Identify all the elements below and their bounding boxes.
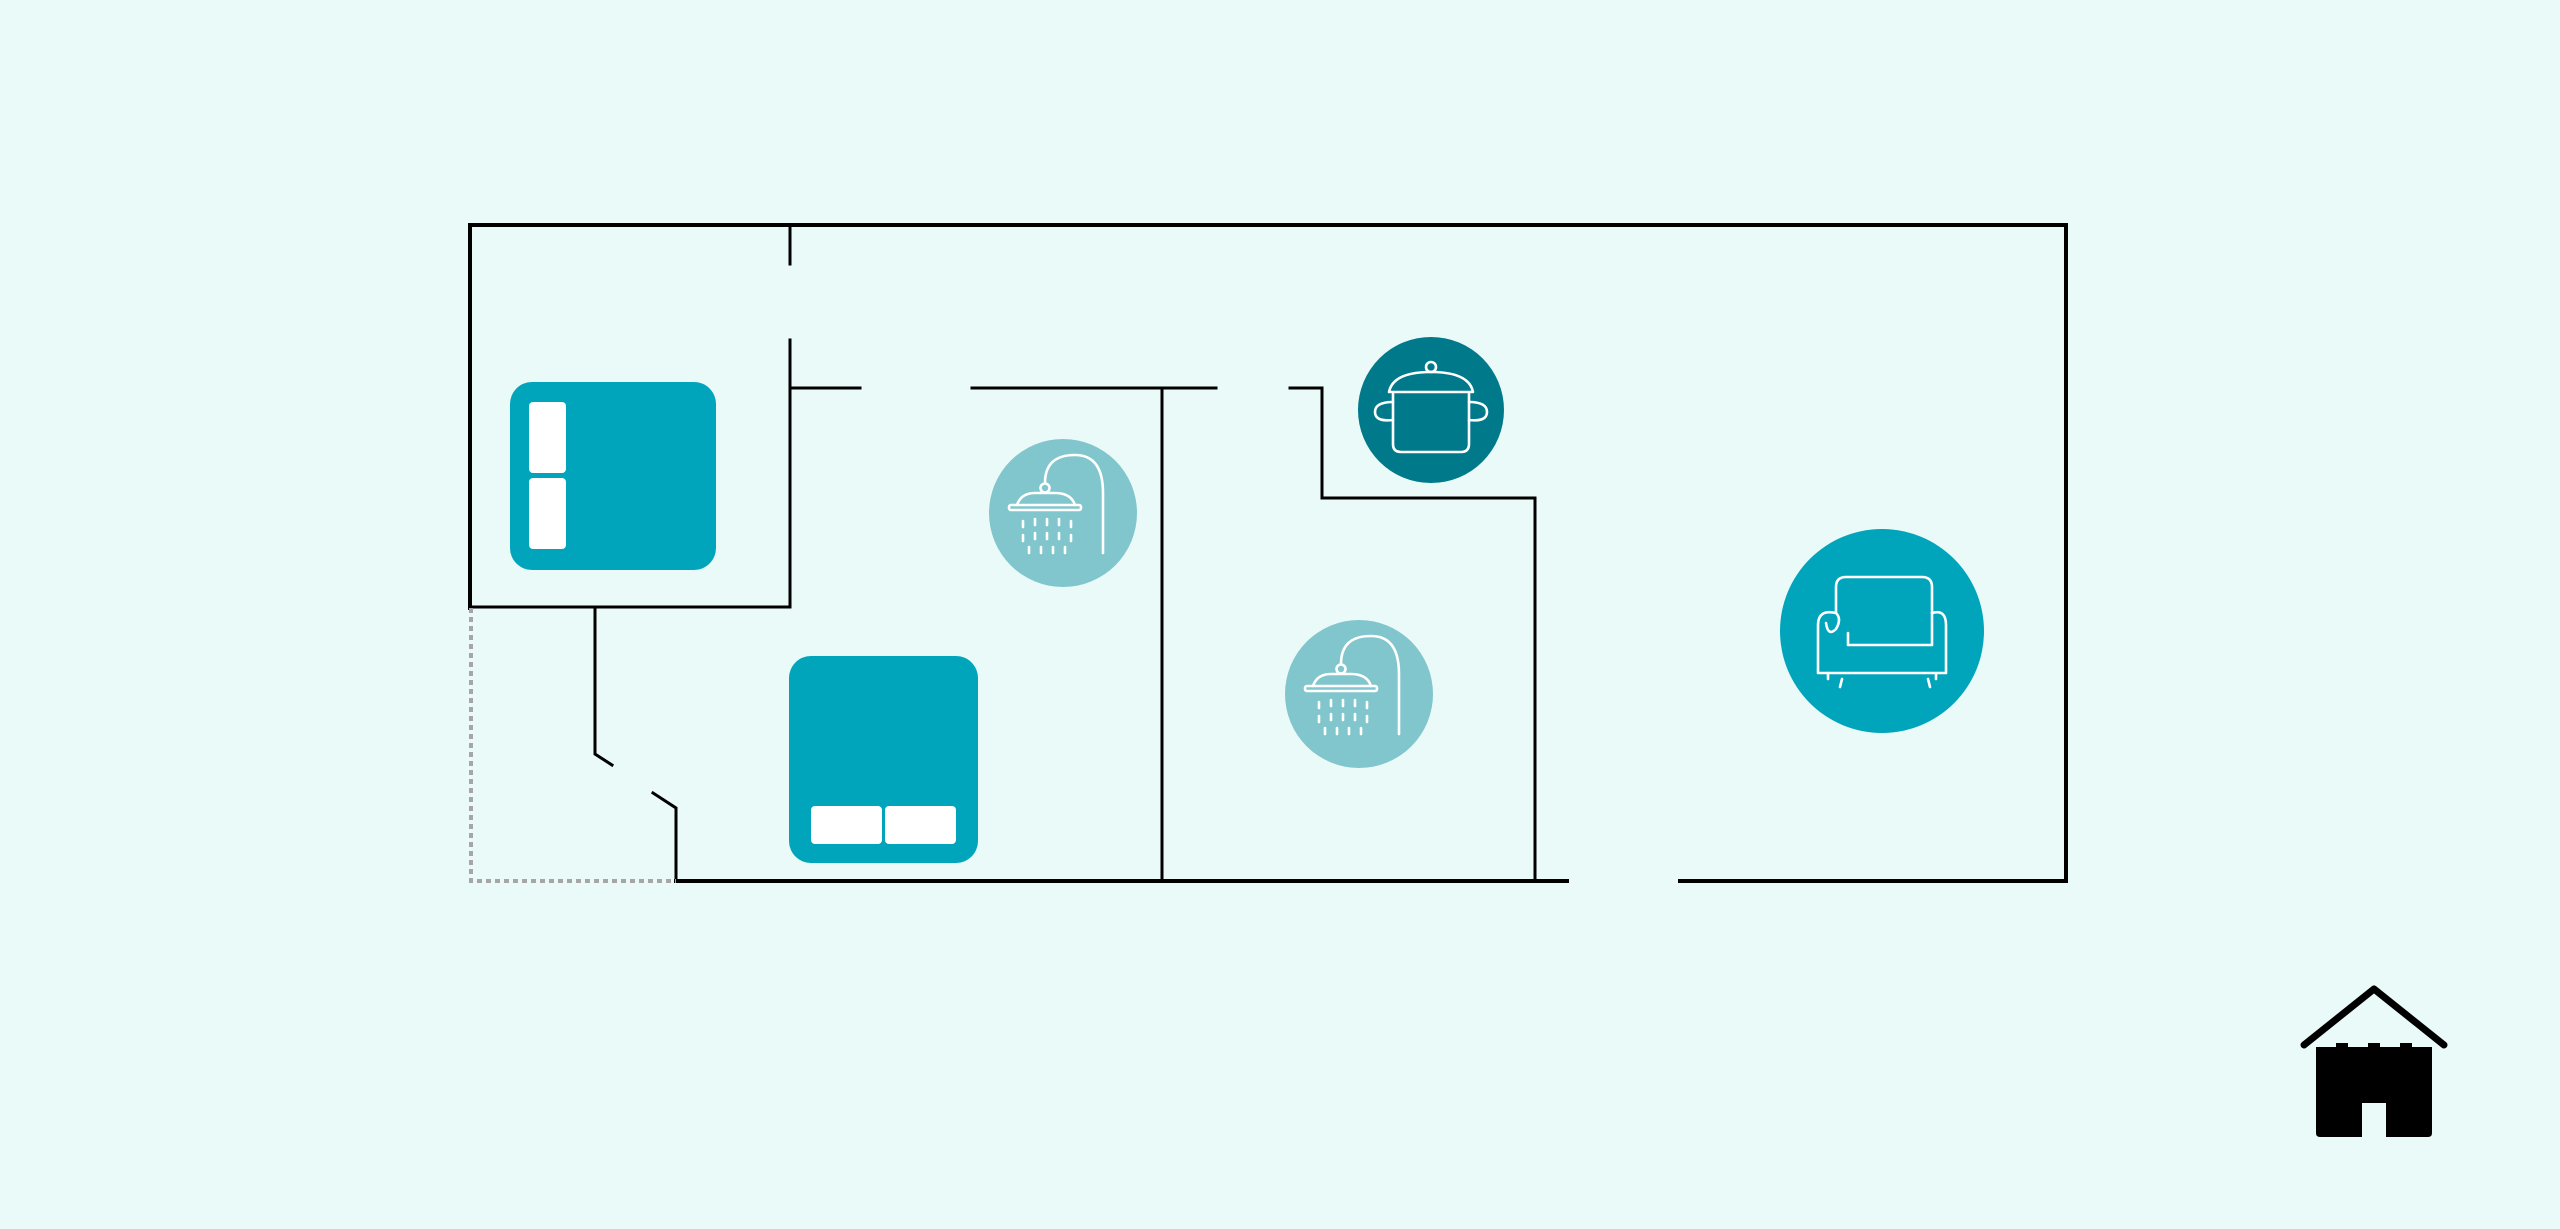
pillow [811,806,882,844]
sofa-icon [1816,575,1948,689]
bedroom-1-bed [510,382,716,570]
pillow [885,806,956,844]
kitchen-step-wall [1320,386,1537,883]
bathroom-2-marker [1285,620,1433,768]
living-room-marker [1780,529,1984,733]
pillow [529,402,566,473]
pillow [529,478,566,549]
bedroom-2-bed [789,656,978,863]
shower-icon [1303,634,1401,736]
entry-wall-left [593,605,615,768]
walls [468,223,2068,883]
bathroom-1-marker [989,439,1137,587]
cooking-pot-icon [1373,360,1489,454]
dashed-boundary [469,608,676,883]
home-icon [2300,985,2448,1137]
shower-icon [1007,453,1105,555]
entry-wall-right [650,790,678,883]
kitchen-marker [1358,337,1504,483]
